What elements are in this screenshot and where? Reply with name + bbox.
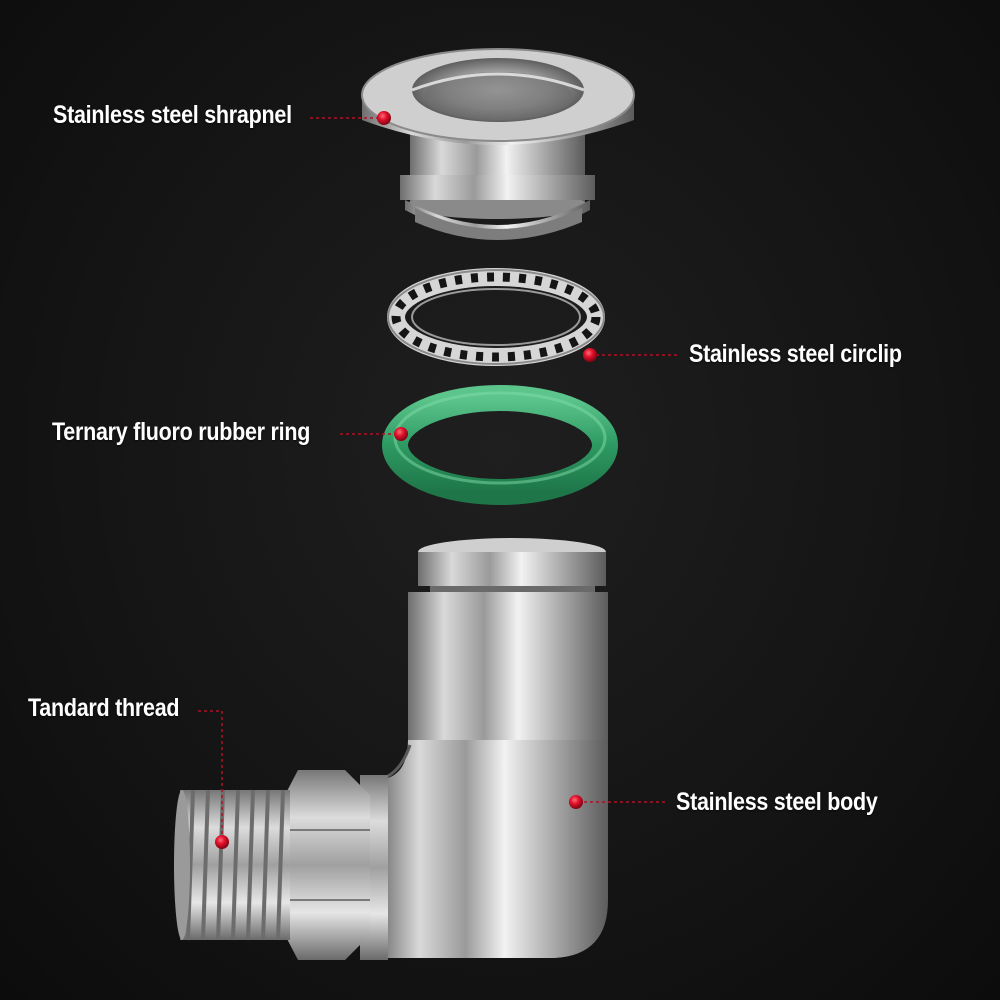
label-ternary-fluoro-rubber-ring: Ternary fluoro rubber ring: [52, 418, 311, 446]
marker-dot: [215, 835, 229, 849]
circlip-part: [387, 268, 605, 366]
elbow-body-part: [174, 538, 608, 960]
label-stainless-steel-body: Stainless steel body: [676, 788, 878, 816]
callout-shrapnel: [310, 111, 391, 125]
callout-thread: [198, 710, 229, 849]
callout-ring: [340, 427, 408, 441]
callout-body: [569, 795, 668, 809]
marker-dot: [583, 348, 597, 362]
rubber-ring-part: [382, 385, 618, 505]
label-stainless-steel-shrapnel: Stainless steel shrapnel: [53, 101, 292, 129]
label-standard-thread: Tandard thread: [28, 694, 180, 722]
marker-dot: [394, 427, 408, 441]
label-stainless-steel-circlip: Stainless steel circlip: [689, 340, 902, 368]
leader-line: [198, 710, 223, 840]
shrapnel-part: [361, 48, 635, 240]
marker-dot: [569, 795, 583, 809]
callout-circlip: [583, 348, 680, 362]
marker-dot: [377, 111, 391, 125]
